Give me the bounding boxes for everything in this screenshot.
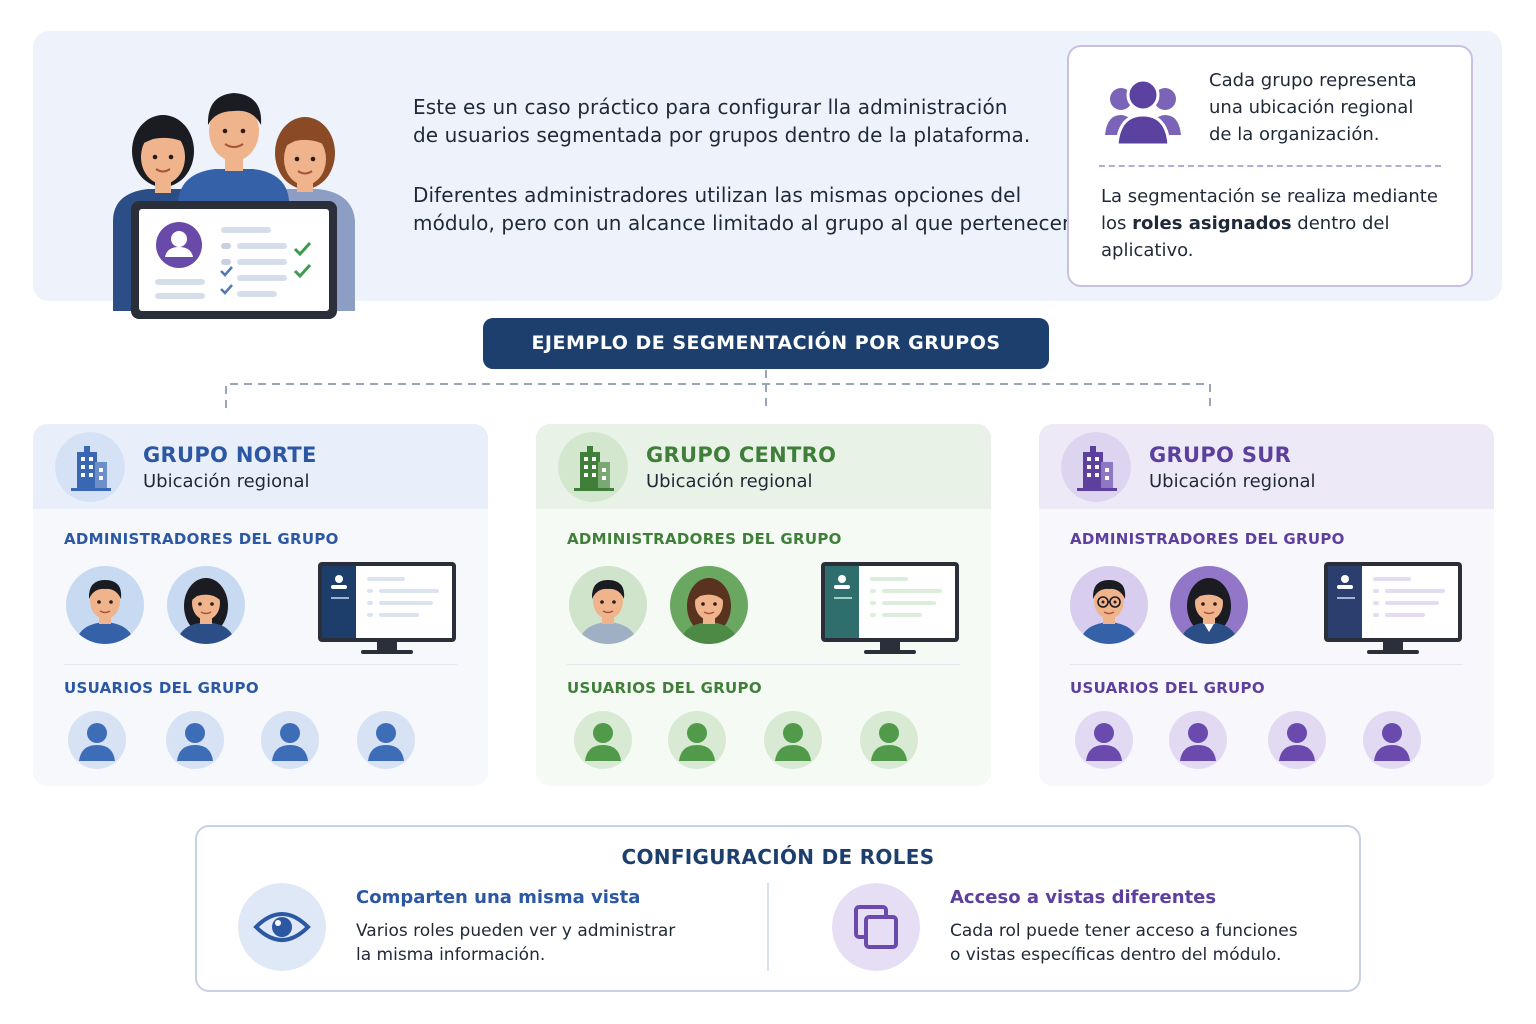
info-card-bottom-bold: roles asignados xyxy=(1132,213,1292,234)
group-card-norte: GRUPO NORTE Ubicación regional ADMINISTR… xyxy=(33,424,488,786)
user-icon xyxy=(860,711,918,769)
intro-paragraph-2: Diferentes administradores utilizan las … xyxy=(413,183,1082,235)
user-icon xyxy=(68,711,126,769)
group-header: GRUPO SUR Ubicación regional xyxy=(1039,424,1494,509)
group-subtitle: Ubicación regional xyxy=(143,471,310,492)
admins-label: ADMINISTRADORES DEL GRUPO xyxy=(567,530,842,548)
group-header: GRUPO NORTE Ubicación regional xyxy=(33,424,488,509)
user-icon xyxy=(1075,711,1133,769)
user-icon xyxy=(574,711,632,769)
building-icon xyxy=(55,432,125,502)
group-connectors xyxy=(225,370,1211,408)
building-icon xyxy=(558,432,628,502)
info-card: Cada grupo representa una ubicación regi… xyxy=(1067,45,1473,287)
role-shared-view-title: Comparten una misma vista xyxy=(356,887,641,908)
group-icon xyxy=(1105,78,1181,147)
intro-paragraph-1: Este es un caso práctico para configurar… xyxy=(413,95,1031,147)
intro-text: Este es un caso práctico para configurar… xyxy=(413,93,1083,269)
group-subtitle: Ubicación regional xyxy=(1149,471,1316,492)
building-icon xyxy=(1061,432,1131,502)
eye-icon xyxy=(238,883,326,971)
info-card-divider xyxy=(1099,165,1441,167)
role-different-views-description: Cada rol puede tener acceso a funciones … xyxy=(950,921,1298,965)
group-divider xyxy=(1070,664,1463,665)
group-title: GRUPO CENTRO xyxy=(646,443,837,467)
user-icon xyxy=(668,711,726,769)
admin-avatar-man xyxy=(66,566,144,644)
admins-label: ADMINISTRADORES DEL GRUPO xyxy=(64,530,339,548)
admin-avatar-man xyxy=(569,566,647,644)
group-header: GRUPO CENTRO Ubicación regional xyxy=(536,424,991,509)
info-card-bottom-text: La segmentación se realiza mediante los … xyxy=(1101,183,1441,264)
role-shared-view-description: Varios roles pueden ver y administrar la… xyxy=(356,921,676,965)
user-icon xyxy=(1268,711,1326,769)
group-card-centro: GRUPO CENTRO Ubicación regional ADMINIST… xyxy=(536,424,991,786)
user-icon xyxy=(166,711,224,769)
user-icon xyxy=(261,711,319,769)
admin-avatar-woman xyxy=(670,566,748,644)
group-title: GRUPO NORTE xyxy=(143,443,317,467)
info-card-bottom-pre: La segmentación se realiza mediante los xyxy=(1101,186,1438,234)
user-icon xyxy=(1169,711,1227,769)
group-card-sur: GRUPO SUR Ubicación regional ADMINISTRAD… xyxy=(1039,424,1494,786)
roles-title: CONFIGURACIÓN DE ROLES xyxy=(621,845,935,869)
roles-config-panel: CONFIGURACIÓN DE ROLES Comparten una mis… xyxy=(195,825,1361,992)
monitor-icon xyxy=(318,562,456,654)
user-icon xyxy=(1363,711,1421,769)
admin-avatar-man-glasses xyxy=(1070,566,1148,644)
monitor-icon xyxy=(821,562,959,654)
monitor-icon xyxy=(1324,562,1462,654)
info-card-top-text: Cada grupo representa una ubicación regi… xyxy=(1209,70,1417,145)
group-divider xyxy=(567,664,960,665)
admins-label: ADMINISTRADORES DEL GRUPO xyxy=(1070,530,1345,548)
windows-icon xyxy=(832,883,920,971)
group-subtitle: Ubicación regional xyxy=(646,471,813,492)
admin-avatar-woman xyxy=(1170,566,1248,644)
user-icon xyxy=(357,711,415,769)
roles-divider xyxy=(767,883,769,971)
role-different-views-title: Acceso a vistas diferentes xyxy=(950,887,1217,908)
admin-avatar-woman xyxy=(167,566,245,644)
section-title: EJEMPLO DE SEGMENTACIÓN POR GRUPOS xyxy=(483,318,1049,369)
users-label: USUARIOS DEL GRUPO xyxy=(64,679,259,697)
users-label: USUARIOS DEL GRUPO xyxy=(567,679,762,697)
info-card-bottom-post: dentro del aplicativo. xyxy=(1101,213,1390,261)
group-divider xyxy=(64,664,457,665)
group-title: GRUPO SUR xyxy=(1149,443,1292,467)
three-people-with-tablet-icon xyxy=(113,93,355,319)
users-label: USUARIOS DEL GRUPO xyxy=(1070,679,1265,697)
user-icon xyxy=(764,711,822,769)
